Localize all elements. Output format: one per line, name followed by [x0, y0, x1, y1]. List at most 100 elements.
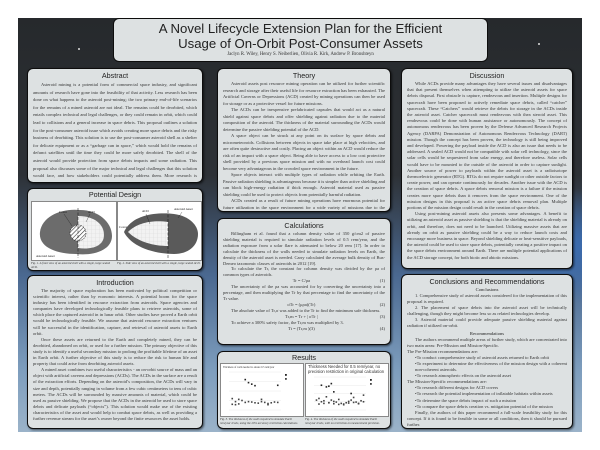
- asteroid-front-view-illustration: Cover ACD Asteroid Asset: [36, 208, 112, 258]
- design-heading: Potential Design: [88, 190, 142, 199]
- calculations-paragraph: The absolute value of Tr,σ was added to …: [231, 307, 381, 313]
- mission-specific-label: The Mission-Specific recommendations are…: [407, 379, 487, 385]
- recommendations-subheading: Recommendations: [469, 330, 505, 336]
- recommendation-item: •To conduct comprehensive study of aster…: [415, 354, 549, 360]
- calculations-paragraph: Billingham et al. found that a column de…: [223, 231, 385, 266]
- equation-4: Tt = (Tr,m )(3)(4): [288, 325, 385, 331]
- theory-paragraph: A space object can be struck at any poin…: [223, 133, 385, 171]
- data-point: [260, 398, 263, 401]
- data-point: [325, 396, 328, 398]
- data-point: [342, 403, 345, 406]
- figure-side-view: ACD Asteroid Asset Cover: [117, 201, 202, 261]
- theory-panel: Theory Asteroid assets post resource min…: [217, 68, 391, 212]
- data-point: [362, 400, 365, 403]
- legend-marker: [370, 379, 372, 381]
- figure-2-caption: Fig. 2. Side view of an asteroid shell w…: [117, 261, 201, 265]
- data-point: [254, 401, 256, 404]
- data-point: [231, 397, 234, 400]
- data-point: [260, 400, 263, 403]
- calculations-paragraph: The uncertainty of the ρa was accounted …: [223, 284, 385, 302]
- recommendation-item: •To experiment to determine the effectiv…: [415, 360, 567, 373]
- legend-marker: [370, 383, 372, 385]
- potential-design-panel: Potential Design Cover ACD Asteroid Asse…: [27, 188, 203, 271]
- equation-1: Tr = C/ρa(1): [292, 278, 385, 284]
- results-panel: Results Thickness of walls needed to ens…: [217, 351, 391, 429]
- data-point: [276, 384, 279, 387]
- data-point: [333, 391, 335, 393]
- theory-paragraph: Asteroid assets post resource mining ope…: [223, 81, 385, 106]
- data-point: [263, 401, 266, 404]
- abstract-panel: Abstract Asteroid mining is a potential …: [27, 68, 203, 183]
- data-point: [276, 401, 279, 404]
- discussion-paragraph: While ACDs provide many advantages they …: [407, 81, 567, 211]
- theory-paragraph: The ACDs can be inexpensive prefabricate…: [223, 107, 385, 132]
- discussion-heading: Discussion: [469, 71, 505, 80]
- acd-cavity: [128, 221, 168, 246]
- theory-paragraph: ACDs created as a result of future minin…: [223, 198, 385, 210]
- data-point: [328, 385, 330, 388]
- acd-cavity: [78, 216, 104, 249]
- label-asteroid-asset: Asteroid Asset: [36, 254, 55, 258]
- abstract-text: Asteroid mining is a potential form of c…: [33, 82, 197, 182]
- figure-front-view: Cover ACD Asteroid Asset: [31, 201, 117, 261]
- data-point: [315, 399, 318, 401]
- data-point: [333, 402, 335, 405]
- conclusions-heading: Conclusions and Recommendations: [429, 277, 545, 286]
- data-point: [234, 403, 237, 406]
- data-point: [244, 401, 247, 404]
- data-point: [337, 398, 340, 401]
- results-heading: Results: [292, 353, 316, 362]
- data-point: [247, 400, 250, 403]
- calculations-paragraph: To achieve a 300% safety factor, the Tr,…: [231, 319, 344, 325]
- data-point: [237, 403, 240, 405]
- data-point: [323, 399, 325, 402]
- data-point: [347, 402, 350, 404]
- introduction-paragraph: A mined asset combines two useful charac…: [33, 367, 197, 421]
- label-cover: Cover: [119, 225, 128, 229]
- chart-title: Thickness Needed for 0.5 rem/year, no pr…: [308, 364, 385, 374]
- label-acd: ACD: [142, 209, 149, 213]
- legend-marker: [285, 378, 287, 380]
- calculations-paragraph: To calculate the Tr, the constant for co…: [223, 266, 385, 278]
- data-point: [267, 403, 269, 406]
- theory-paragraph: Space objects interact with multiple typ…: [223, 172, 385, 197]
- equation-3: Tr,m = Tr + | σTr |(3): [285, 313, 385, 319]
- data-point: [318, 397, 320, 400]
- equation-2: σTr = (μρa)(Tr)(2): [287, 301, 385, 307]
- poster-title: A Novel Lifecycle Extension Plan for the…: [114, 21, 487, 51]
- data-point: [318, 403, 320, 405]
- data-point: [340, 402, 343, 405]
- data-point: [247, 381, 250, 384]
- recommendation-item: •To determine the space debris impact of…: [415, 397, 517, 403]
- data-point: [347, 400, 350, 403]
- data-point: [231, 403, 234, 406]
- calculations-heading: Calculations: [284, 221, 324, 230]
- introduction-panel: Introduction The majority of space explo…: [27, 275, 203, 429]
- data-point: [250, 401, 253, 403]
- discussion-panel: Discussion While ACDs provide many advan…: [401, 68, 573, 269]
- authors: Jaclyn R. Wiley, Henry S. Neiberlien, Ol…: [227, 52, 374, 57]
- data-point: [352, 401, 355, 404]
- data-point: [325, 386, 328, 388]
- conclusions-panel: Conclusions and Recommendations Conclusi…: [401, 274, 573, 429]
- scatter-chart-2: [314, 376, 372, 411]
- label-cover: Cover: [59, 210, 68, 214]
- data-point: [337, 403, 340, 406]
- data-point: [335, 401, 338, 403]
- data-point: [257, 402, 260, 404]
- legend-marker: [285, 374, 287, 376]
- data-point: [355, 401, 357, 403]
- calculations-panel: Calculations Billingham et al. found tha…: [217, 218, 391, 345]
- data-point: [234, 400, 237, 403]
- data-point: [320, 400, 323, 403]
- data-point: [267, 402, 269, 405]
- title-line: A Novel Lifecycle Extension Plan for the…: [158, 21, 443, 36]
- recommendation-item: •To compare the space debris creation vs…: [415, 403, 553, 409]
- data-point: [333, 400, 335, 403]
- final-recommendation: Finally, the authors of this paper recom…: [407, 409, 567, 427]
- figure-1-caption: Fig. 1. A front view of an asteroid shel…: [31, 261, 111, 269]
- data-point: [350, 392, 352, 395]
- conclusion-item: 2. The placement of space debris into th…: [407, 305, 567, 317]
- data-point: [352, 396, 355, 399]
- data-point: [273, 401, 276, 403]
